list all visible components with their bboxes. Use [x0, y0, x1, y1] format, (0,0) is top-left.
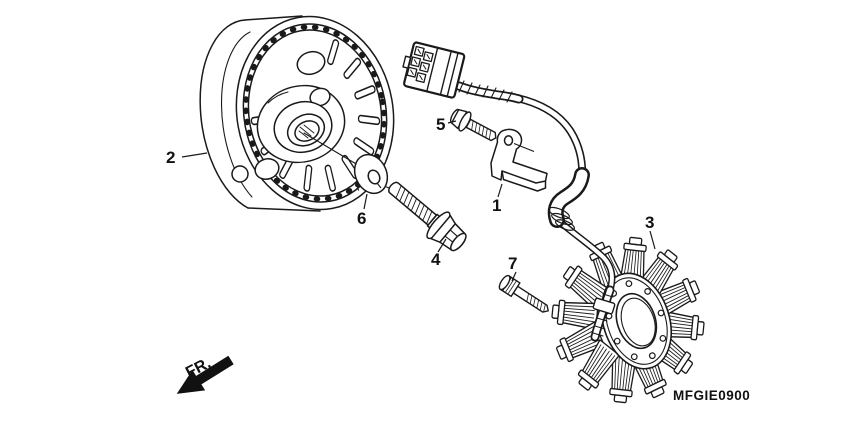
flywheel-boss-facet [267, 91, 289, 104]
leader-3 [649, 230, 656, 250]
washer-thickness [357, 184, 360, 191]
boot-fill [550, 169, 588, 226]
flywheel-face-hole-small-bottom [231, 165, 249, 183]
boot-ribs [548, 206, 575, 231]
bolt7-head-end [498, 274, 511, 291]
flywheel-face-hole-small-top [309, 87, 331, 107]
callout-leader-lines [181, 120, 656, 282]
flywheel-bottom-edge [247, 207, 321, 212]
harness-taped-section [454, 80, 524, 104]
bolt5-flange [458, 111, 472, 132]
wire-band-fill [592, 287, 613, 340]
stator-bore-lip [620, 297, 656, 347]
callout-7: 7 [508, 254, 517, 273]
callout-3: 3 [645, 213, 654, 232]
bolt4-thread-body [388, 181, 438, 226]
leader-6 [363, 193, 368, 210]
diagram-code: MFGIE0900 [673, 388, 750, 403]
upper-wire-fill [514, 95, 585, 180]
small-flange-bolt-drawing [449, 108, 497, 142]
bracket-drawing [490, 128, 548, 192]
leader-2 [181, 152, 208, 158]
taped-fill [456, 83, 522, 102]
washer-hole-slit [376, 182, 382, 189]
bolt5-hex-body [450, 108, 468, 130]
flywheel-face-hole-large-bottom [254, 158, 280, 180]
bolt4-hex-end [450, 232, 467, 252]
connector-latch-tab [402, 55, 412, 69]
flange-bolt-drawing [388, 181, 467, 252]
bolt5-threads [471, 120, 492, 140]
callout-6: 6 [357, 209, 366, 228]
wire-clamp [592, 297, 616, 315]
leader-4 [437, 238, 447, 253]
lower-wire-fill [557, 219, 614, 292]
washer-drawing [353, 153, 389, 195]
callout-4: 4 [431, 250, 441, 269]
bolt7-shaft [512, 285, 549, 313]
callout-5: 5 [436, 115, 445, 134]
bolt5-shaft [465, 118, 497, 142]
flywheel-bore-threads [298, 124, 315, 139]
flywheel-ring-teeth [243, 24, 387, 202]
callout-2: 2 [166, 148, 175, 167]
connector-pins [406, 45, 434, 84]
bracket-foot-thickness [501, 170, 547, 192]
socket-bolt-drawing [498, 274, 549, 313]
connector-body-edges [426, 47, 459, 97]
bracket-body [490, 128, 548, 184]
bolt7-threads [526, 293, 546, 312]
flywheel-face-hole-large-top [296, 50, 326, 76]
wire-connector-drawing [402, 41, 466, 99]
fr-arrow-shape [176, 355, 234, 394]
leader-7 [511, 271, 517, 282]
stator-drawing [550, 235, 706, 405]
leader-1 [497, 183, 503, 198]
flywheel-rotor-drawing [199, 15, 395, 212]
taped-twist-ticks [458, 80, 513, 103]
harness-upper-wire [513, 94, 590, 231]
flywheel-hub-bore-inner [294, 120, 320, 142]
flywheel-back-silhouette [199, 19, 249, 209]
connector-pin-slots [410, 48, 431, 81]
bracket-hole-pointer-line [513, 142, 535, 153]
harness-lower-wire [555, 217, 616, 342]
flywheel-top-edge [244, 15, 303, 21]
bolt4-threads [395, 185, 433, 225]
stator-center-ring [600, 272, 672, 370]
leader-5 [447, 120, 457, 124]
fr-direction-arrow [176, 355, 234, 394]
bracket-hole [503, 135, 514, 146]
callout-1: 1 [492, 196, 501, 215]
